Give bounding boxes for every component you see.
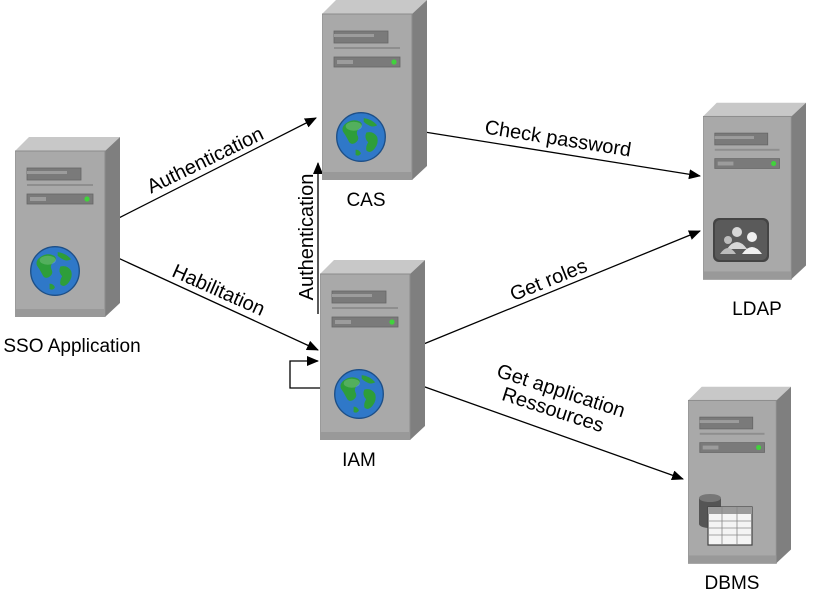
edge-sso-to-cas bbox=[102, 117, 317, 227]
edge-label-iam-cas: Authentication bbox=[296, 174, 318, 301]
database-icon bbox=[699, 494, 753, 546]
edge-label-sso-iam: Habilitation bbox=[169, 260, 268, 320]
node-label-ldap: LDAP bbox=[732, 299, 782, 320]
node-label-dbms: DBMS bbox=[705, 573, 760, 594]
globe-icon bbox=[336, 112, 386, 162]
edge-label-cas-ldap: Check password bbox=[483, 117, 632, 162]
node-cas: CAS bbox=[322, 0, 427, 211]
node-ldap: LDAP bbox=[703, 102, 806, 320]
edge-iam-to-dbms bbox=[410, 381, 684, 481]
edge-iam-to-ldap bbox=[408, 230, 701, 351]
edge-label-iam-ldap: Get roles bbox=[507, 255, 590, 306]
edge-sso-to-iam bbox=[104, 251, 319, 351]
node-label-iam: IAM bbox=[342, 450, 376, 471]
node-iam: IAM bbox=[320, 260, 425, 471]
node-label-cas: CAS bbox=[346, 190, 385, 211]
node-sso-application: SSO Application bbox=[3, 137, 141, 357]
globe-icon bbox=[30, 246, 80, 296]
node-label-sso: SSO Application bbox=[3, 336, 140, 357]
globe-icon bbox=[334, 369, 384, 419]
edge-label-sso-cas: Authentication bbox=[144, 123, 268, 198]
users-icon bbox=[713, 218, 769, 262]
edge-cas-to-ldap bbox=[411, 129, 701, 180]
edge-iam-self-loop bbox=[289, 356, 321, 389]
node-dbms: DBMS bbox=[688, 386, 791, 594]
